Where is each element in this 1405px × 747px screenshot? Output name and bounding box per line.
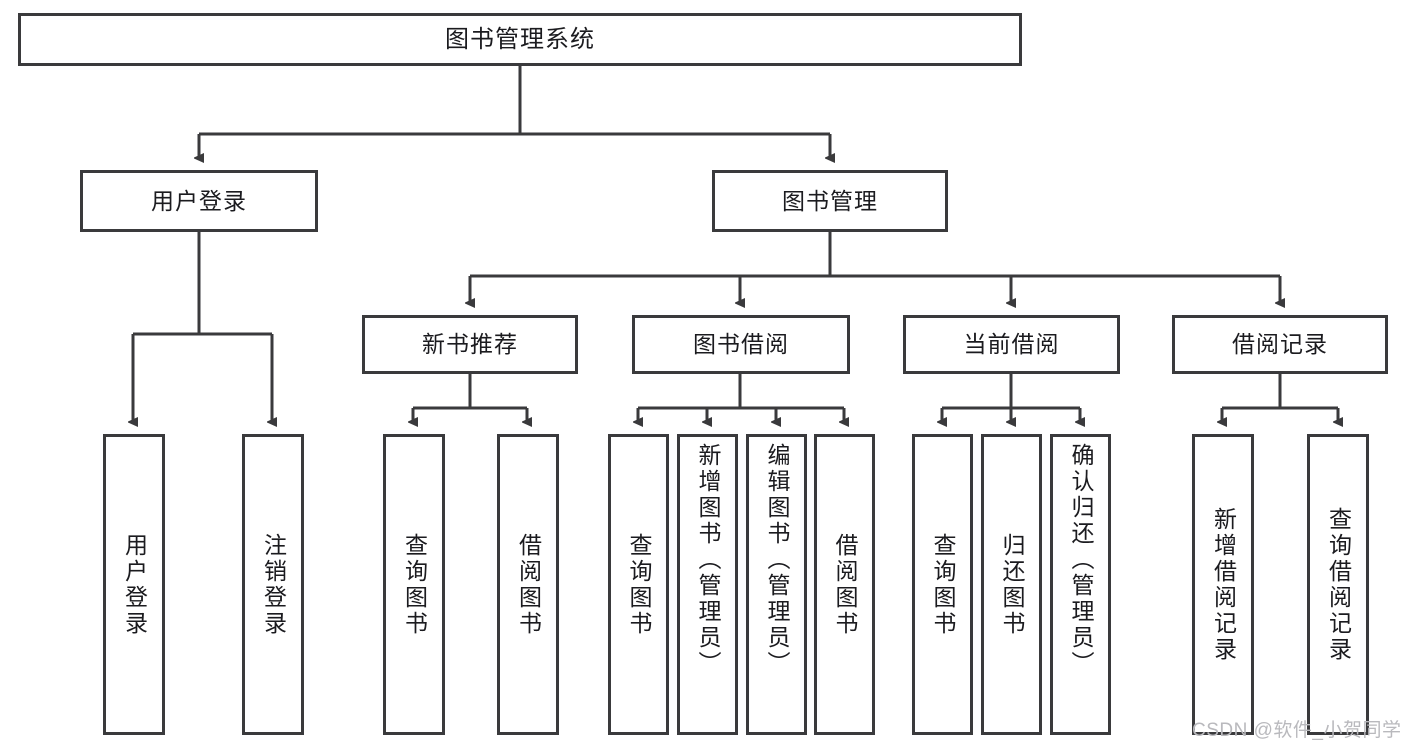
node-root-system[interactable]: 图书管理系统 <box>18 13 1022 66</box>
leaf-confirm-return-admin[interactable]: 确认归还（管理员） <box>1050 434 1111 735</box>
node-label: 编辑图书（管理员） <box>764 443 790 677</box>
leaf-query-book-current[interactable]: 查询图书 <box>912 434 973 735</box>
leaf-borrow-book[interactable]: 借阅图书 <box>814 434 875 735</box>
node-label: 借阅图书 <box>832 532 858 637</box>
node-label: 用户登录 <box>151 187 247 214</box>
leaf-query-borrow-record[interactable]: 查询借阅记录 <box>1307 434 1369 735</box>
leaf-user-login[interactable]: 用户登录 <box>103 434 165 735</box>
node-label: 查询图书 <box>930 532 956 637</box>
node-book-borrow[interactable]: 图书借阅 <box>632 315 850 374</box>
node-label: 借阅图书 <box>515 532 542 637</box>
node-book-management[interactable]: 图书管理 <box>712 170 948 232</box>
leaf-query-book-borrow[interactable]: 查询图书 <box>608 434 669 735</box>
node-current-borrow[interactable]: 当前借阅 <box>903 315 1120 374</box>
watermark: CSDN @软件_小贺同学 <box>1192 720 1402 741</box>
leaf-add-book-admin[interactable]: 新增图书（管理员） <box>677 434 738 735</box>
leaf-edit-book-admin[interactable]: 编辑图书（管理员） <box>746 434 807 735</box>
node-label: 查询图书 <box>401 532 428 637</box>
node-label: 确认归还（管理员） <box>1068 443 1094 677</box>
leaf-query-book-recommend[interactable]: 查询图书 <box>383 434 445 735</box>
node-label: 当前借阅 <box>963 331 1060 358</box>
node-label: 新增借阅记录 <box>1210 506 1237 663</box>
node-label: 注销登录 <box>260 532 287 637</box>
node-label: 图书借阅 <box>693 331 789 358</box>
leaf-return-book[interactable]: 归还图书 <box>981 434 1042 735</box>
node-label: 新书推荐 <box>422 331 518 358</box>
node-label: 图书管理 <box>782 187 878 214</box>
node-label: 查询借阅记录 <box>1325 506 1352 663</box>
node-label: 归还图书 <box>999 532 1025 637</box>
node-label: 借阅记录 <box>1232 331 1328 358</box>
leaf-logout-login[interactable]: 注销登录 <box>242 434 304 735</box>
node-borrow-record[interactable]: 借阅记录 <box>1172 315 1388 374</box>
node-label: 新增图书（管理员） <box>695 443 721 677</box>
node-user-login[interactable]: 用户登录 <box>80 170 318 232</box>
node-new-book-recommend[interactable]: 新书推荐 <box>362 315 578 374</box>
leaf-add-borrow-record[interactable]: 新增借阅记录 <box>1192 434 1254 735</box>
node-label: 查询图书 <box>626 532 652 637</box>
node-label: 图书管理系统 <box>445 25 595 53</box>
leaf-borrow-book-recommend[interactable]: 借阅图书 <box>497 434 559 735</box>
node-label: 用户登录 <box>121 532 148 637</box>
